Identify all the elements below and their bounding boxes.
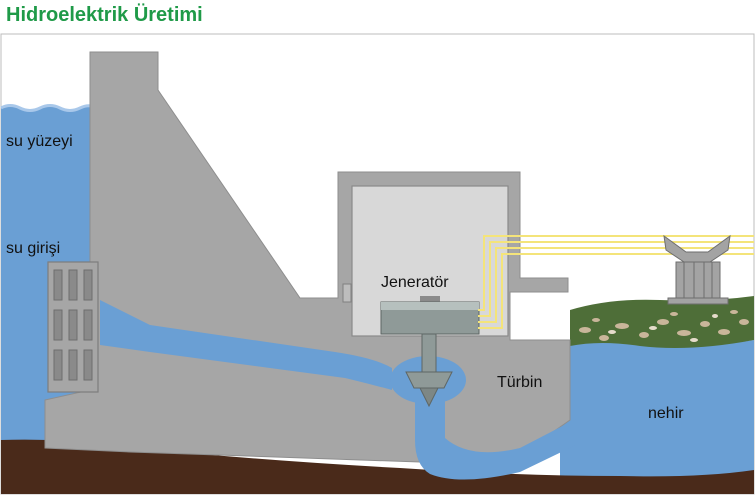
diagram-title: Hidroelektrik Üretimi: [6, 4, 203, 26]
turbine-runner: [405, 371, 453, 408]
powerhouse-window: [342, 283, 352, 303]
turbine-shaft: [421, 333, 437, 373]
river-bank-pebbles-light: [608, 314, 718, 342]
generator: [380, 296, 480, 335]
river-bank-pebbles: [579, 310, 749, 341]
draft-tube: [415, 395, 578, 480]
intake-grate: [47, 261, 99, 393]
power-lines: [478, 235, 754, 329]
label-generator: Jeneratör: [381, 274, 449, 291]
label-water-surface: su yüzeyi: [6, 133, 73, 150]
label-water-intake: su girişi: [6, 240, 60, 257]
river-water: [560, 339, 754, 494]
label-turbine: Türbin: [497, 374, 542, 391]
reservoir-surface-highlight: [0, 104, 96, 112]
label-river: nehir: [648, 405, 684, 422]
transformer-tower: [663, 234, 731, 305]
penstock-channel: [100, 300, 392, 390]
